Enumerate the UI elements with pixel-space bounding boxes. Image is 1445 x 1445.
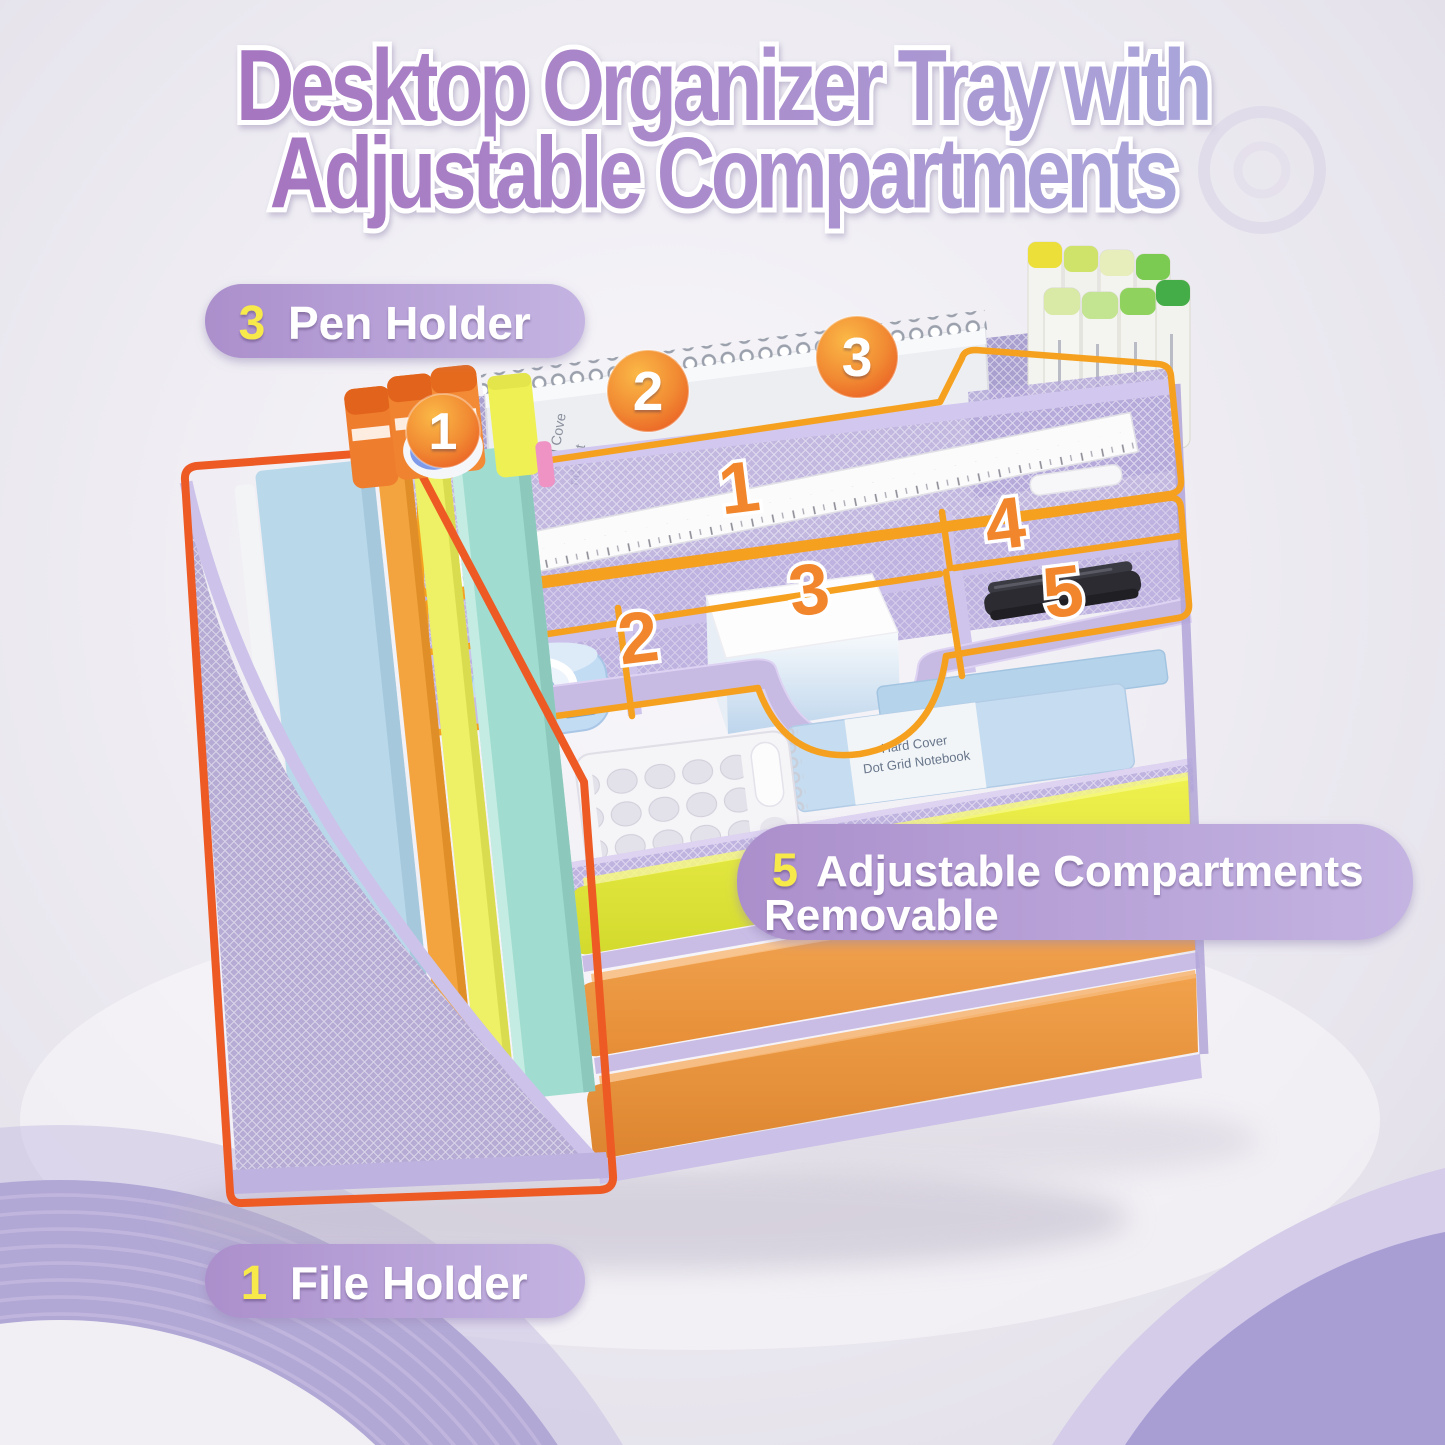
callout-adjustable: 5 Adjustable Compartments Removable — [737, 824, 1413, 940]
adjustable-label-line1: Adjustable Compartments — [816, 847, 1364, 896]
svg-text:3: 3 — [842, 326, 873, 388]
badge-1: 1 — [405, 393, 481, 469]
pen-holder-label: Pen Holder — [288, 297, 531, 349]
callout-file-holder: 1 File Holder — [205, 1244, 585, 1318]
file-holder — [179, 444, 615, 1194]
pen-holder-number: 3 — [239, 297, 266, 350]
callout-pen-holder: 3 Pen Holder — [205, 284, 585, 358]
folders — [234, 444, 596, 1128]
stapler — [984, 561, 1142, 621]
svg-text:1: 1 — [429, 403, 458, 461]
file-holder-label: File Holder — [290, 1257, 528, 1309]
slot4-item — [1029, 464, 1123, 496]
title: Desktop Organizer Tray with Adjustable C… — [231, 25, 1217, 234]
badge-2: 2 — [606, 349, 690, 433]
compartment-number-5: 5 — [1038, 550, 1087, 634]
spiral-notebook: Hard Cover Dot Grid Notebook — [783, 683, 1136, 813]
background-ring-motif — [1198, 106, 1326, 234]
adjustable-number: 5 — [772, 843, 798, 896]
bottom-right-wave-decoration — [1052, 1168, 1445, 1445]
title-line-1: Desktop Organizer Tray with — [236, 30, 1208, 142]
badge-3: 3 — [815, 315, 899, 399]
title-line-2: Adjustable Compartments — [270, 117, 1176, 229]
compartment-numbers: 1 2 3 4 5 — [610, 443, 1091, 684]
adjustable-label-line2: Removable — [764, 891, 999, 940]
compartment-number-1: 1 — [714, 446, 763, 530]
pen-slot-badges: 1 2 3 — [405, 315, 899, 469]
svg-text:2: 2 — [633, 360, 664, 422]
file-holder-number: 1 — [241, 1257, 268, 1310]
